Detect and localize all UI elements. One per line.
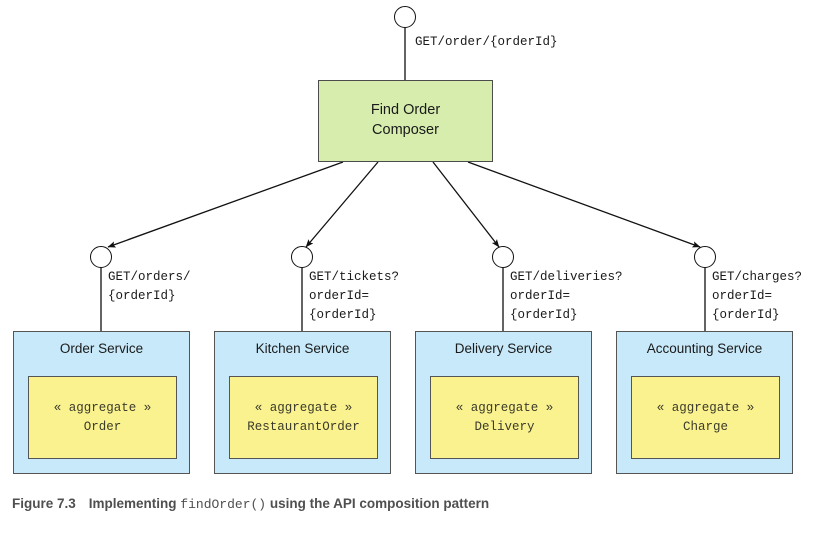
connector-to-delivery-service [432, 161, 500, 248]
figure-caption-text-after: using the API composition pattern [266, 496, 490, 511]
aggregate-stereotype-restaurant-order: « aggregate » [254, 400, 353, 415]
endpoint-label-accounting-service: GET/charges? orderId= {orderId} [712, 270, 803, 322]
aggregate-name-order: Order [83, 419, 122, 434]
interface-circle-kitchen-service[interactable] [291, 246, 313, 268]
aggregate-box-order[interactable]: « aggregate » Order [28, 376, 177, 459]
aggregate-stereotype-delivery: « aggregate » [455, 400, 554, 415]
interface-circle-inbound-api[interactable] [394, 6, 416, 28]
aggregate-box-delivery[interactable]: « aggregate » Delivery [430, 376, 579, 459]
aggregate-name-charge: Charge [682, 419, 728, 434]
aggregate-stereotype-order: « aggregate » [53, 400, 152, 415]
aggregate-box-charge[interactable]: « aggregate » Charge [631, 376, 780, 459]
service-box-order-service[interactable]: Order Service « aggregate » Order [13, 331, 190, 474]
aggregate-stereotype-charge: « aggregate » [656, 400, 755, 415]
service-title-accounting-service: Accounting Service [646, 341, 763, 356]
connector-to-accounting-service [467, 161, 701, 248]
service-box-delivery-service[interactable]: Delivery Service « aggregate » Delivery [415, 331, 592, 474]
aggregate-box-restaurant-order[interactable]: « aggregate » RestaurantOrder [229, 376, 378, 459]
interface-circle-order-service[interactable] [90, 246, 112, 268]
endpoint-label-inbound-api: GET/order/{orderId} [415, 35, 558, 49]
figure-caption: Figure 7.3 Implementing findOrder() using… [12, 496, 489, 512]
find-order-composer-label: Find Order Composer [370, 102, 441, 138]
service-title-delivery-service: Delivery Service [454, 341, 553, 356]
figure-number: Figure 7.3 [12, 496, 76, 511]
interface-circle-delivery-service[interactable] [492, 246, 514, 268]
find-order-composer-box[interactable]: Find Order Composer [318, 80, 493, 162]
figure-caption-text-before: Implementing [88, 496, 181, 511]
connector-to-order-service [107, 161, 344, 248]
interface-circle-accounting-service[interactable] [694, 246, 716, 268]
connector-to-kitchen-service [305, 161, 379, 248]
service-title-order-service: Order Service [59, 341, 144, 356]
aggregate-name-delivery: Delivery [474, 419, 535, 434]
service-title-kitchen-service: Kitchen Service [255, 341, 350, 356]
endpoint-label-order-service: GET/orders/ {orderId} [108, 270, 191, 303]
service-box-kitchen-service[interactable]: Kitchen Service « aggregate » Restaurant… [214, 331, 391, 474]
endpoint-label-delivery-service: GET/deliveries? orderId= {orderId} [510, 270, 623, 322]
aggregate-name-restaurant-order: RestaurantOrder [247, 419, 360, 434]
endpoint-label-kitchen-service: GET/tickets? orderId= {orderId} [309, 270, 400, 322]
figure-caption-code: findOrder() [180, 497, 267, 512]
service-box-accounting-service[interactable]: Accounting Service « aggregate » Charge [616, 331, 793, 474]
